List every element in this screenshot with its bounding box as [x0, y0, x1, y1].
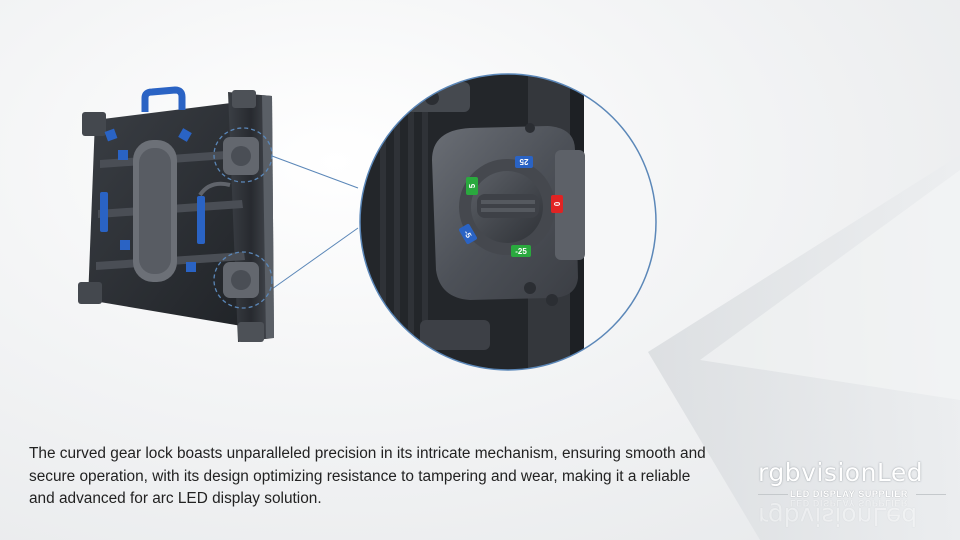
led-cabinet-image [78, 86, 274, 342]
decor-wedge-light [700, 170, 960, 400]
logo-tagline: LED DISPLAY SUPPLIER [790, 489, 909, 499]
dial-label-0-text: 0 [552, 202, 561, 207]
dial-label-0: 0 [551, 195, 563, 213]
dial-label-minus-5: -5 [459, 223, 477, 245]
caption-text: The curved gear lock boasts unparalleled… [29, 445, 706, 507]
dial-label-25-text: 25 [519, 157, 528, 166]
connector-line-top [271, 155, 359, 189]
dial-label-minus-25: -25 [511, 245, 531, 257]
dial-label-5-text: 5 [468, 183, 477, 188]
logo-name: rgbvisionLed [758, 458, 924, 487]
dial-label-minus-5-text: -5 [462, 229, 474, 240]
dial-label-5: 5 [466, 177, 478, 195]
dial-label-minus-25-text: -25 [515, 247, 527, 256]
logo-name-reflection: rgbvisionLed [758, 502, 918, 531]
logo-divider-right [916, 494, 946, 495]
connector-line-bottom [271, 227, 359, 290]
dial-label-25: 25 [515, 156, 533, 168]
lock-dial-labels: 25 5 0 -5 -25 [459, 156, 563, 257]
brand-logo: rgbvisionLed LED DISPLAY SUPPLIER LED DI… [752, 458, 952, 534]
logo-divider-left [758, 494, 788, 495]
magnified-lock-view [359, 73, 657, 371]
